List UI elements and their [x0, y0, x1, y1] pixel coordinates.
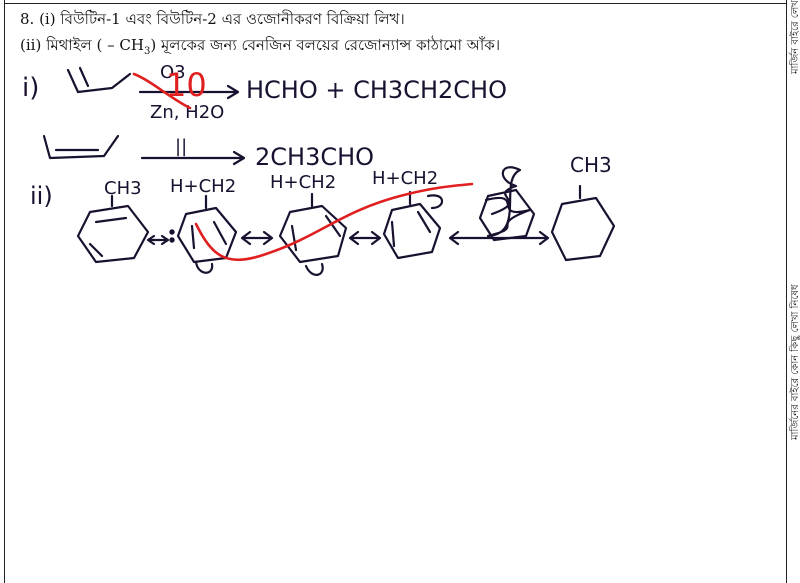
- structure-2-label: H+CH2: [170, 176, 236, 197]
- benzene-ring-6: [550, 196, 616, 262]
- question-8-part-2-rest: ) মূলকের জন্য বেনজিন বলয়ের রেজোন্যান্স …: [150, 36, 501, 54]
- top-border: [4, 3, 786, 4]
- benzene-ring-3: [278, 204, 348, 264]
- structure-4-label: H+CH2: [372, 168, 438, 189]
- reaction-arrow-1: [138, 84, 240, 100]
- butene-2-skeleton: [42, 134, 120, 160]
- structure-1-label: CH3: [104, 178, 142, 199]
- scribble: [484, 166, 532, 238]
- benzene-ring-4: [382, 202, 442, 260]
- grading-cross-stroke: [132, 72, 192, 110]
- butene-1-skeleton: [66, 68, 132, 94]
- question-line-1: 8. (i) বিউটিন-1 এবং বিউটিন-2 এর ওজোনীকরণ…: [20, 8, 405, 33]
- part-ii-label: ii): [30, 182, 53, 210]
- resonance-arrow-2: [240, 230, 274, 246]
- benzene-ring-1: [76, 204, 150, 264]
- benzene-ring-5-scribbled: [478, 188, 536, 242]
- structure-6-label: CH3: [570, 153, 612, 177]
- arrow-2-label: ||: [175, 136, 187, 157]
- benzene-ring-2: [176, 206, 238, 264]
- resonance-arrow-4: [448, 230, 550, 246]
- methyl-subscript: 3: [143, 46, 151, 57]
- resonance-arrow-3: [348, 230, 382, 246]
- products-of-butene-1: HCHO + CH3CH2CHO: [246, 76, 507, 104]
- grading-strike-curve: [194, 182, 474, 262]
- left-border: [4, 0, 5, 583]
- reaction-arrow-2: [140, 150, 246, 166]
- question-line-2: (ii) মিথাইল ( – CH3) মূলকের জন্য বেনজিন …: [20, 34, 500, 59]
- lone-pair-dots: [169, 229, 175, 235]
- resonance-arrow-1: [146, 234, 170, 246]
- reagent-ozone: O3: [160, 62, 186, 83]
- question-8-part-2: (ii) মিথাইল ( – CH: [20, 36, 144, 54]
- reagent-zn-water: Zn, H2O: [150, 102, 224, 123]
- score-mark: 10: [166, 66, 207, 104]
- question-8-part-1: 8. (i) বিউটিন-1 এবং বিউটিন-2 এর ওজোনীকরণ…: [20, 10, 405, 28]
- products-of-butene-2: 2CH3CHO: [255, 143, 374, 171]
- structure-3-label: H+CH2: [270, 172, 336, 193]
- part-i-label: i): [22, 73, 39, 103]
- right-margin-line: [786, 0, 787, 583]
